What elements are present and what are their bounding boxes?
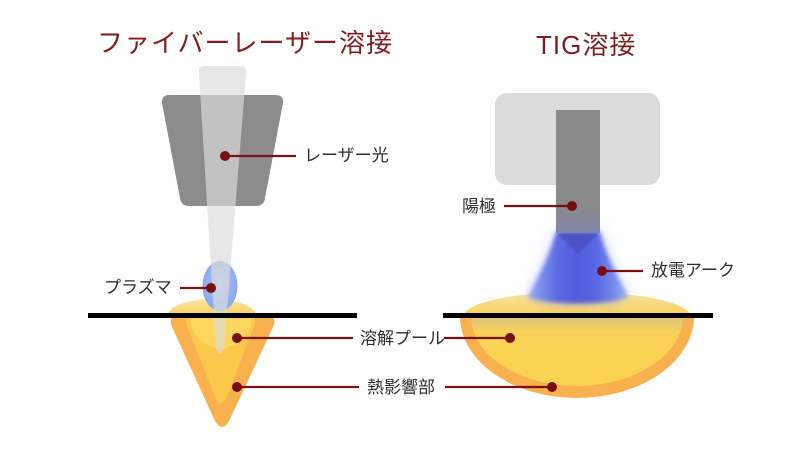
anode-label: 陽極 bbox=[462, 197, 496, 216]
arc-dot bbox=[597, 266, 607, 276]
leader-dots bbox=[206, 151, 607, 392]
melt-pool-label: 溶解プール bbox=[360, 329, 445, 348]
electrode-tip bbox=[557, 233, 599, 254]
laser-beam-label: レーザー光 bbox=[304, 146, 389, 165]
leader-lines bbox=[180, 154, 643, 389]
haz-right-dot bbox=[547, 382, 557, 392]
plasma-dot bbox=[206, 283, 216, 293]
right-pool-dome bbox=[464, 292, 690, 316]
left-surface-line bbox=[88, 313, 357, 318]
right-surface-line bbox=[443, 313, 713, 318]
heat-affected-zone-label: 熱影響部 bbox=[367, 378, 435, 397]
left-title: ファイバーレーザー溶接 bbox=[97, 28, 393, 58]
plasma-label: プラズマ bbox=[104, 278, 172, 297]
tig-electrode bbox=[556, 110, 600, 233]
haz-left-dot bbox=[232, 382, 242, 392]
right-title: TIG溶接 bbox=[536, 30, 637, 60]
right-melt-bowl bbox=[471, 316, 683, 386]
laser-beam-shape bbox=[198, 66, 247, 354]
anode-dot bbox=[567, 201, 577, 211]
melt-pool-right-dot bbox=[505, 333, 515, 343]
discharge-arc-label: 放電アーク bbox=[651, 261, 735, 280]
discharge-arc-shape bbox=[528, 232, 628, 304]
melt-pool-left-dot bbox=[232, 333, 242, 343]
laser-dot bbox=[220, 151, 230, 161]
